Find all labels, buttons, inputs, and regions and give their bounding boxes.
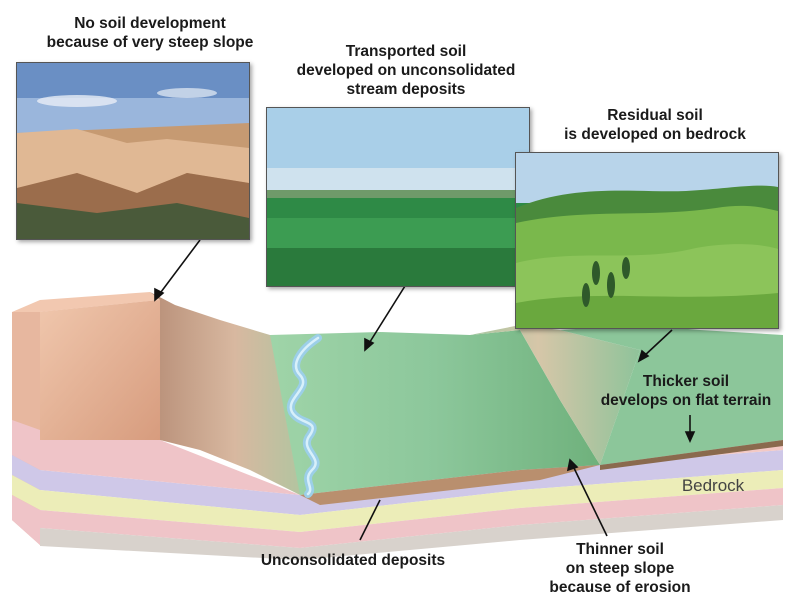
unconsolidated-deposits-layer [300, 465, 600, 505]
label-bedrock: Bedrock [681, 476, 745, 495]
label-unconsolidated-deposits: Unconsolidated deposits [260, 552, 446, 569]
cliff-top [12, 292, 160, 312]
canyon-photo [16, 62, 250, 240]
label-residual-soil: Residual soil is developed on bedrock [564, 107, 746, 143]
valley-floor [270, 330, 600, 495]
bedrock-strata [12, 420, 783, 560]
right-valley-slope [470, 325, 640, 465]
rolling-hills-photo [515, 152, 779, 329]
label-thicker-soil: Thicker soil develops on flat terrain [600, 373, 772, 409]
cliff-face [40, 300, 160, 440]
label-thinner-soil: Thinner soil on steep slope because of e… [549, 541, 691, 596]
right-upland [560, 325, 783, 465]
label-no-soil-development: No soil development because of very stee… [46, 15, 254, 51]
label-arrows [154, 239, 696, 541]
label-transported-soil: Transported soil developed on unconsolid… [296, 43, 516, 98]
upland-soil-band [600, 440, 783, 470]
cornfield-photo [266, 107, 530, 287]
